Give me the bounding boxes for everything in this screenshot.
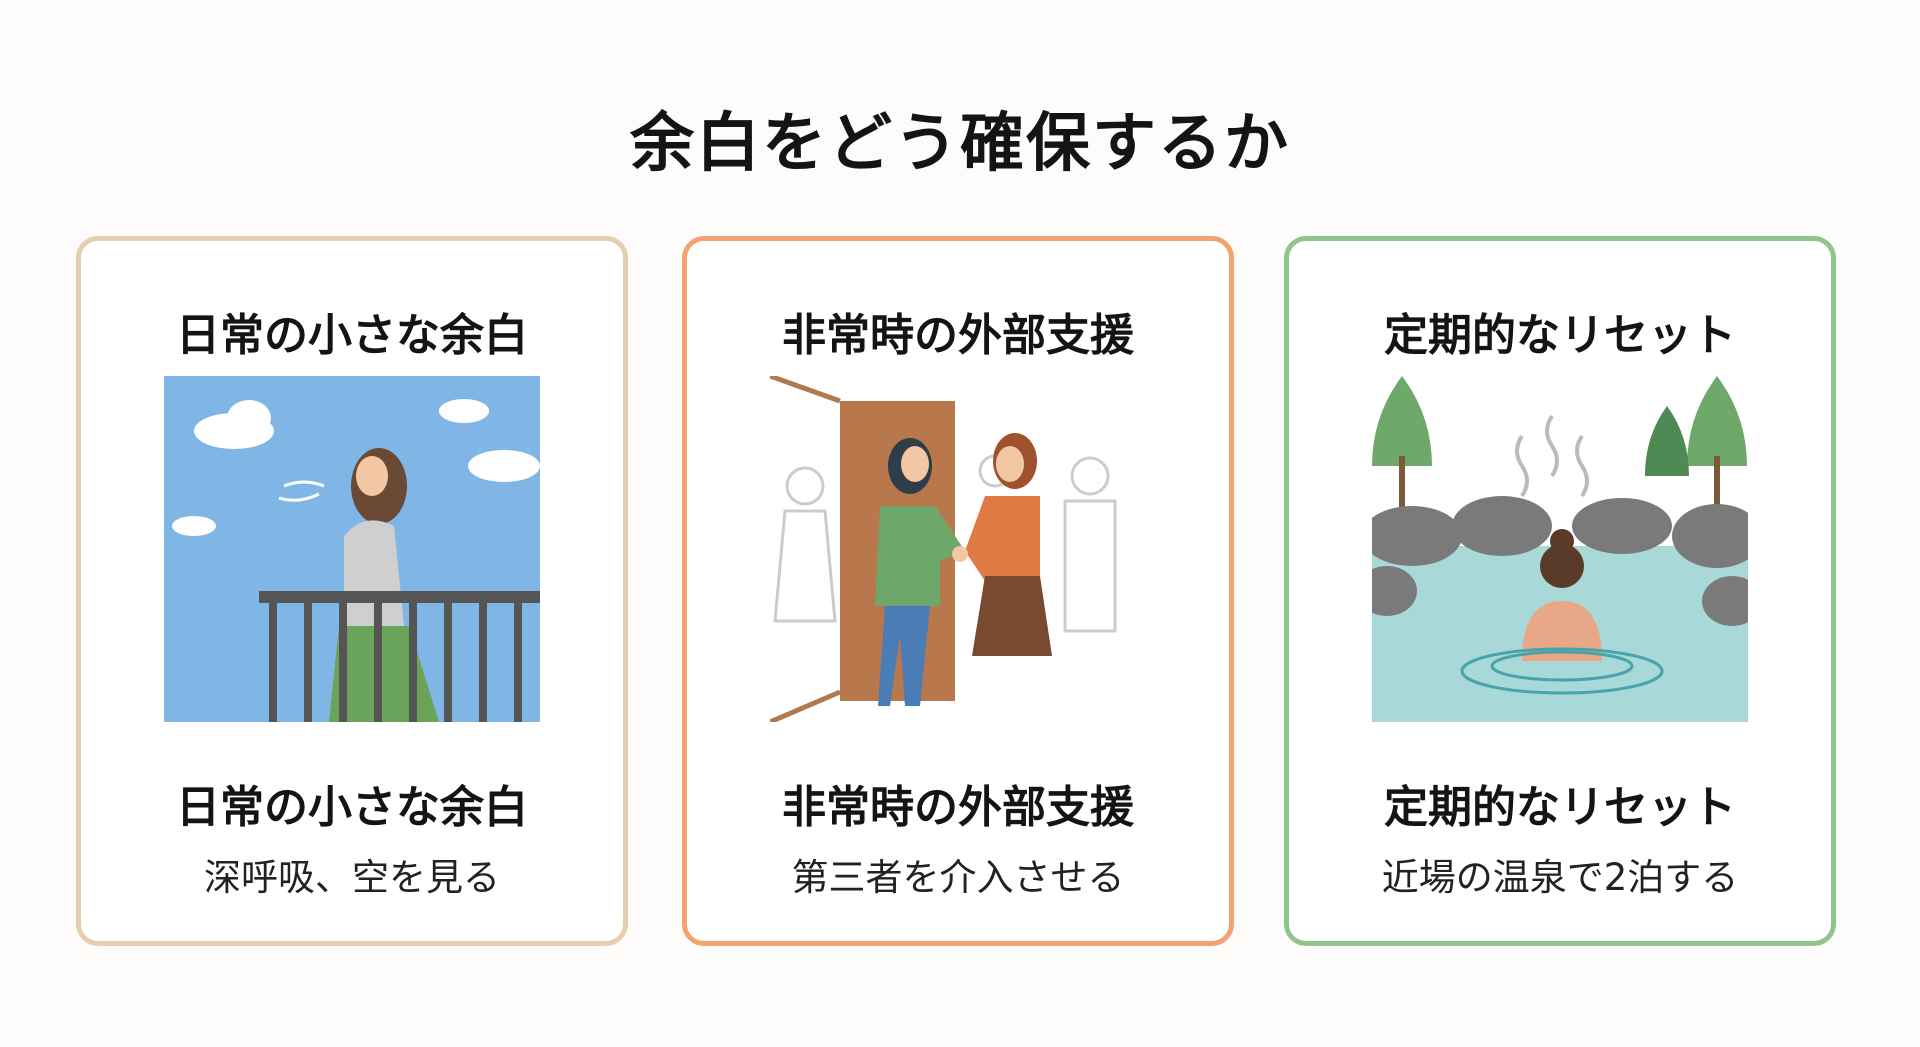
card-label: 非常時の外部支援: [782, 782, 1134, 833]
card-label: 定期的なリセット: [1384, 782, 1736, 833]
handshake-illustration: [770, 376, 1146, 722]
card-heading: 日常の小さな余白: [176, 310, 528, 361]
card-description: 深呼吸、空を見る: [204, 856, 500, 899]
card-daily-margin: 日常の小さな余白 日常の小さな余白 深呼吸、空を見る: [76, 236, 628, 946]
card-label: 日常の小さな余白: [176, 782, 528, 833]
woman-breathing-illustration: [164, 376, 540, 722]
hot-spring-illustration: [1372, 376, 1748, 722]
page-title: 余白をどう確保するか: [630, 107, 1290, 181]
card-heading: 非常時の外部支援: [782, 310, 1134, 361]
card-external-support: 非常時の外部支援 非常時の外部支援 第三者を介入させる: [682, 236, 1234, 946]
card-description: 近場の温泉で2泊する: [1381, 856, 1739, 899]
card-description: 第三者を介入させる: [791, 856, 1125, 899]
card-heading: 定期的なリセット: [1384, 310, 1736, 361]
card-regular-reset: 定期的なリセット 定期的なリセット 近場の温泉で2泊する: [1284, 236, 1836, 946]
